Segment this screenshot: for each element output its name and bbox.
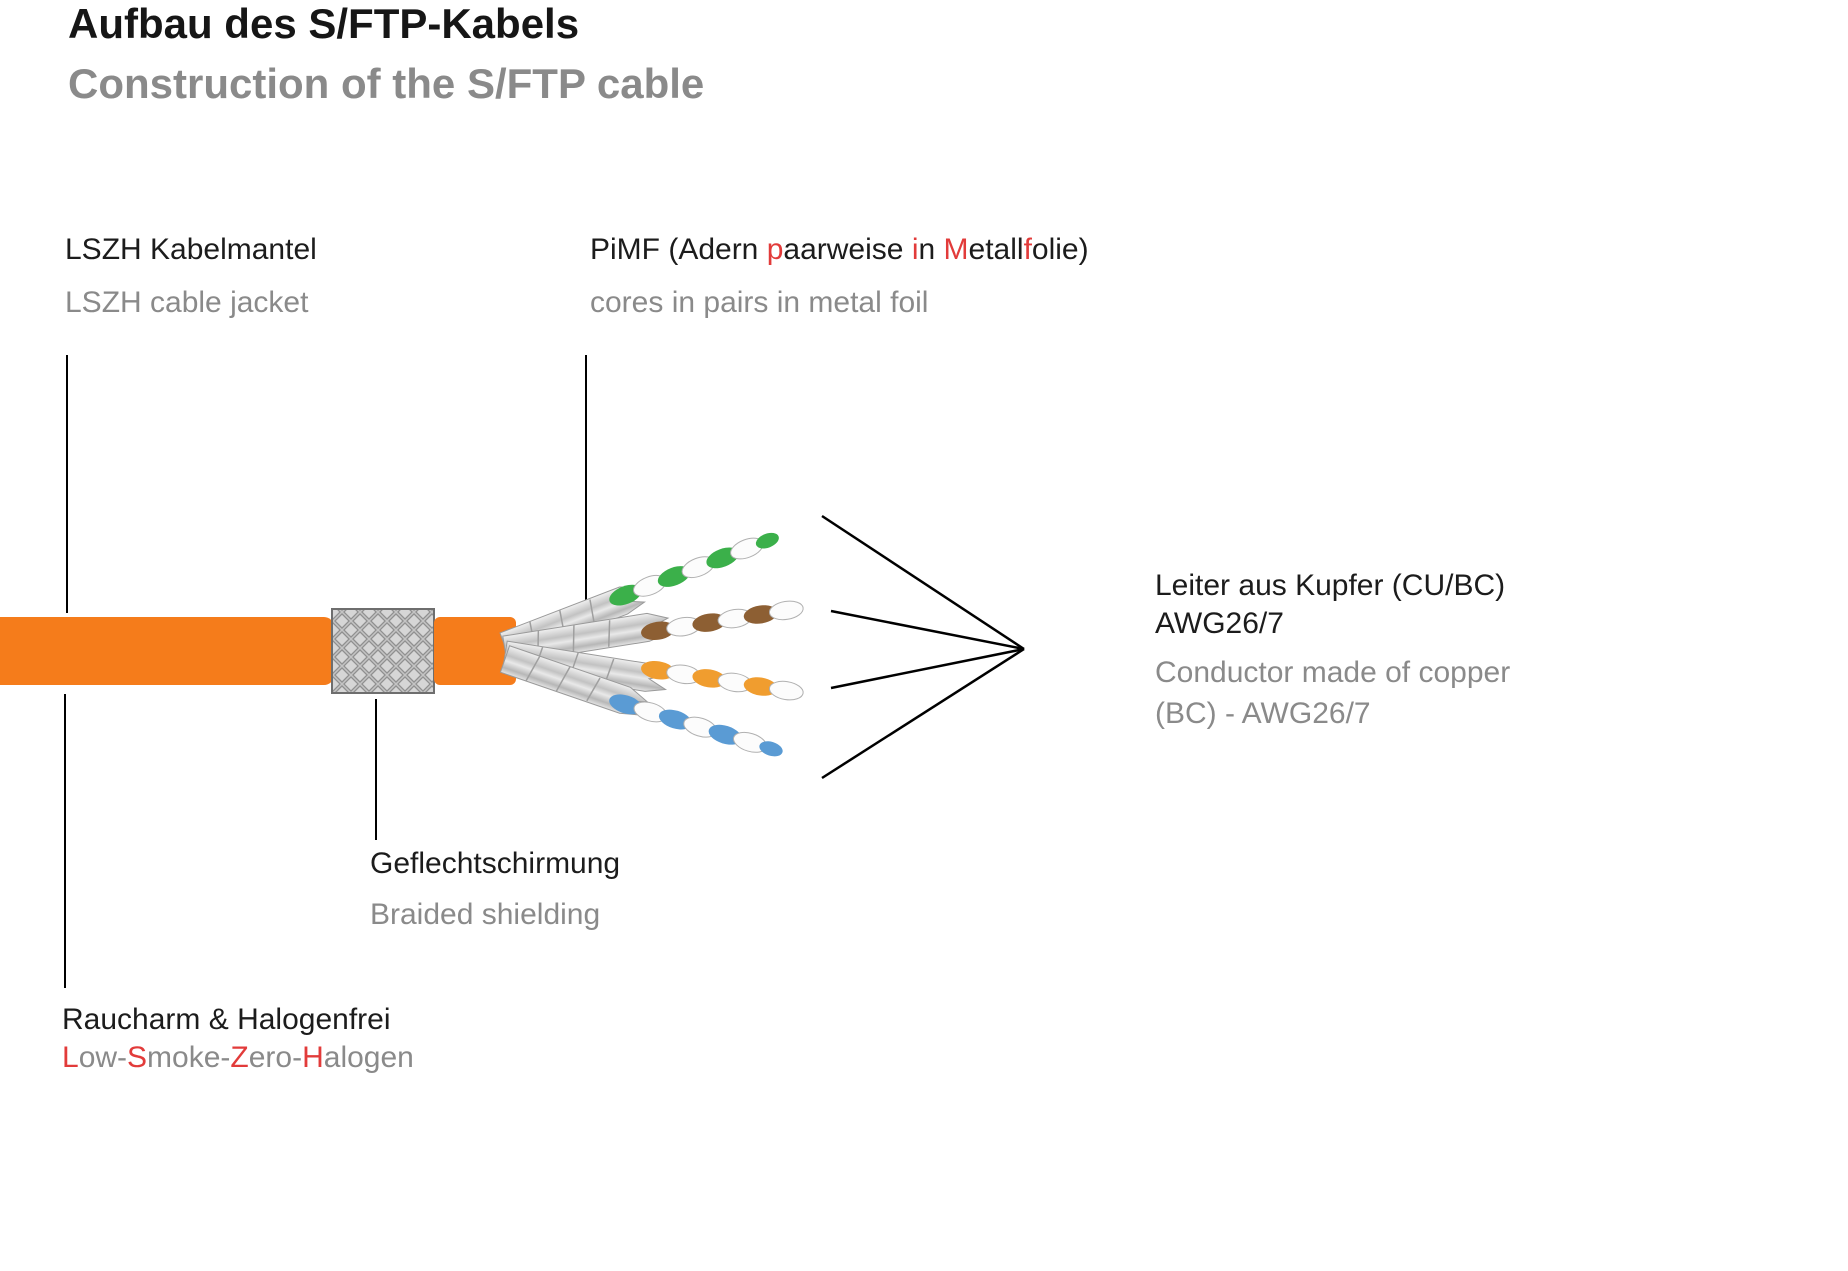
highlight-letter: H (302, 1041, 324, 1074)
text-segment: moke- (147, 1041, 231, 1074)
text-segment: etall (968, 233, 1024, 266)
text-segment: ero- (248, 1041, 303, 1074)
wire-segment (755, 532, 779, 549)
fan-line-upper-middle (830, 609, 1025, 651)
wire-segment (759, 741, 783, 757)
label-conductor-de-line1: Leiter aus Kupfer (CU/BC) (1155, 569, 1506, 602)
leader-lines (64, 355, 587, 988)
text-segment: olie) (1031, 233, 1089, 266)
text-segment: ow- (78, 1041, 128, 1074)
twisted-pair-blue (609, 694, 783, 757)
label-lszh-en: Low-Smoke-Zero-Halogen (62, 1041, 414, 1075)
fan-line-lower-middle (830, 647, 1025, 690)
fan-line-top (821, 514, 1025, 651)
label-jacket-de: LSZH Kabelmantel (65, 233, 317, 266)
cable-body (0, 608, 516, 694)
fan-lines (821, 514, 1025, 780)
label-pimf-en: cores in pairs in metal foil (590, 286, 929, 319)
highlight-letter: M (943, 233, 969, 266)
label-conductor-en-line2: (BC) - AWG26/7 (1155, 697, 1371, 730)
highlight-letter: p (766, 233, 784, 266)
wire-segment (768, 680, 804, 701)
twisted-pairs (609, 532, 804, 757)
label-pimf-de: PiMF (Adern paarweise in Metallfolie) (590, 233, 1089, 267)
fan-line-bottom (821, 647, 1025, 780)
wire-segment (743, 605, 778, 624)
wire-segment (641, 660, 675, 680)
highlight-letter: S (127, 1041, 148, 1074)
label-conductor-de-line2: AWG26/7 (1155, 607, 1284, 640)
twisted-pair-green (609, 532, 779, 606)
label-conductor-en-line1: Conductor made of copper (1155, 656, 1511, 689)
twisted-pair-brown (641, 600, 804, 641)
label-jacket-en: LSZH cable jacket (65, 286, 309, 319)
braided-shield (331, 608, 435, 694)
highlight-letter: L (62, 1041, 79, 1074)
highlight-letter: Z (230, 1041, 249, 1074)
foil-wraps (499, 586, 672, 716)
wire-segment (743, 677, 778, 696)
text-segment: n (918, 233, 944, 266)
page-title: Aufbau des S/FTP-Kabels (68, 0, 580, 47)
highlight-letter: f (1023, 233, 1032, 266)
label-braid-en: Braided shielding (370, 898, 601, 931)
wire-segment (768, 600, 804, 621)
page-subtitle: Construction of the S/FTP cable (68, 60, 705, 107)
wire-segment (692, 613, 727, 632)
wire-segment (641, 621, 675, 641)
label-braid-de: Geflechtschirmung (370, 847, 621, 880)
cable-jacket-left (0, 617, 334, 685)
text-segment: aarweise (783, 233, 912, 266)
foil-crease (525, 655, 601, 702)
text-segment: alogen (323, 1041, 414, 1074)
label-lszh-de: Raucharm & Halogenfrei (62, 1003, 391, 1036)
wire-segment (692, 669, 727, 688)
text-segment: PiMF (Adern (590, 233, 767, 266)
highlight-letter: i (911, 233, 919, 266)
twisted-pair-orange (641, 660, 804, 701)
cable-jacket-right (434, 617, 516, 685)
